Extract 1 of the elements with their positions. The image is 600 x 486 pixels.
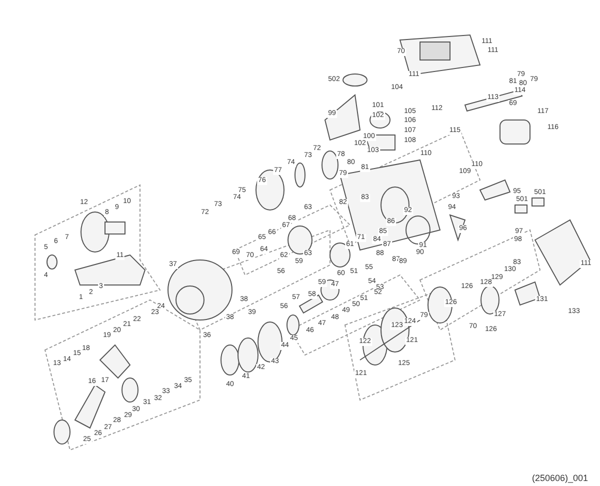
part-code-text: (250606)_001 xyxy=(530,474,590,482)
